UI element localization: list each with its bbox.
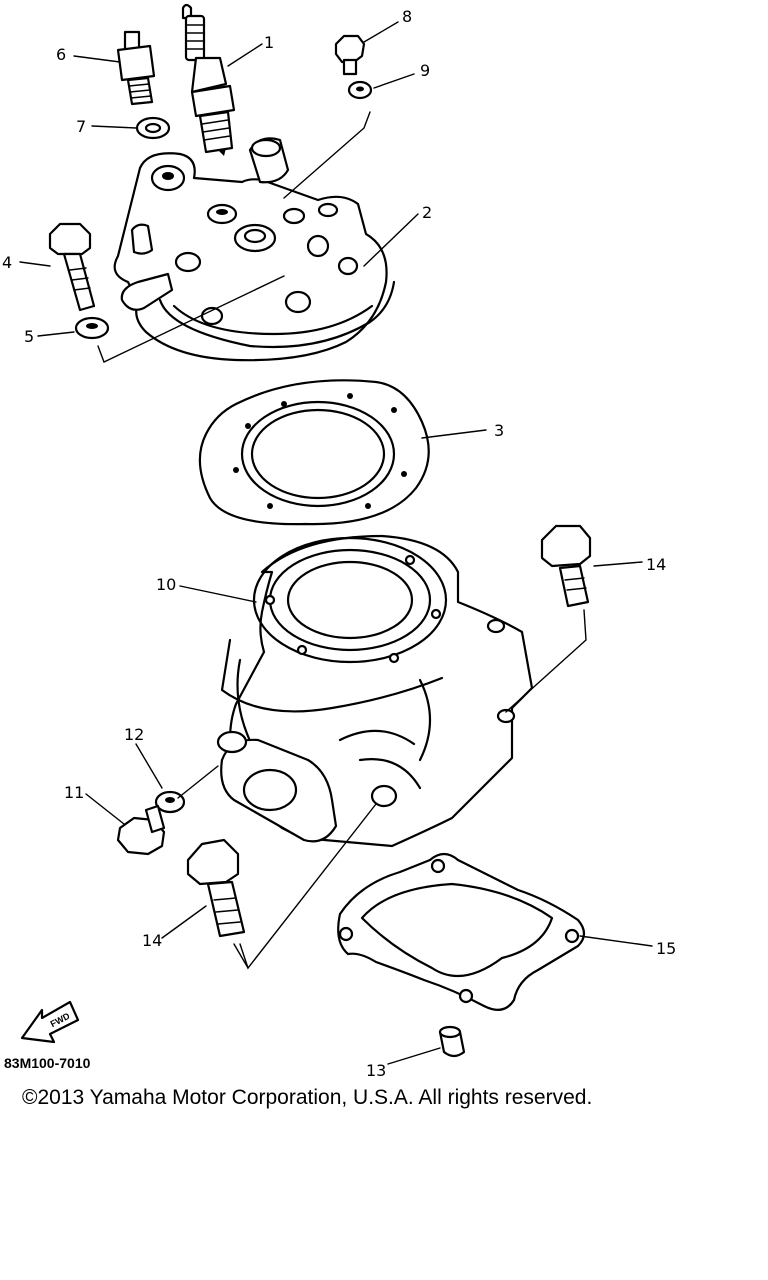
diagram-code: 83M100-7010 — [4, 1055, 91, 1071]
label-part-15: 15 — [656, 939, 676, 958]
label-part-4: 4 — [2, 253, 12, 272]
leader-lines — [19, 21, 653, 1065]
label-part-12: 12 — [124, 725, 144, 744]
label-part-13: 13 — [366, 1061, 386, 1080]
label-part-14-lower: 14 — [142, 931, 162, 950]
dowel-pin-part-13 — [438, 1025, 466, 1058]
label-part-7: 7 — [76, 117, 86, 136]
part-number-labels: 1 2 3 4 5 6 7 8 9 10 11 12 13 14 14 15 — [2, 7, 676, 1080]
label-part-2: 2 — [422, 203, 432, 222]
bolt-part-14-lower — [186, 838, 246, 938]
label-part-6: 6 — [56, 45, 66, 64]
bolt-part-4 — [48, 222, 96, 312]
label-part-8: 8 — [402, 7, 412, 26]
label-part-10: 10 — [156, 575, 176, 594]
bolt-part-14-upper — [540, 524, 592, 608]
label-part-1: 1 — [264, 33, 274, 52]
copyright-notice: ©2013 Yamaha Motor Corporation, U.S.A. A… — [22, 1086, 593, 1109]
bolt-part-8 — [334, 34, 366, 76]
head-gasket-part-3 — [198, 379, 430, 526]
label-part-14-upper: 14 — [646, 555, 666, 574]
drain-bolt-part-11 — [116, 804, 166, 856]
label-part-11: 11 — [64, 783, 84, 802]
washer-part-5 — [74, 316, 110, 340]
cylinder-head-part-2 — [113, 137, 396, 362]
spark-plug-part-1 — [181, 3, 236, 156]
fwd-arrow-icon: FWD — [20, 1000, 80, 1044]
label-part-9: 9 — [420, 61, 430, 80]
cylinder-part-10 — [216, 534, 534, 848]
washer-part-12 — [154, 790, 186, 814]
washer-part-9 — [347, 80, 373, 100]
base-gasket-part-15 — [337, 852, 586, 1011]
washer-part-7 — [135, 116, 171, 140]
temperature-sensor-part-6 — [116, 30, 156, 106]
label-part-5: 5 — [24, 327, 34, 346]
label-part-3: 3 — [494, 421, 504, 440]
